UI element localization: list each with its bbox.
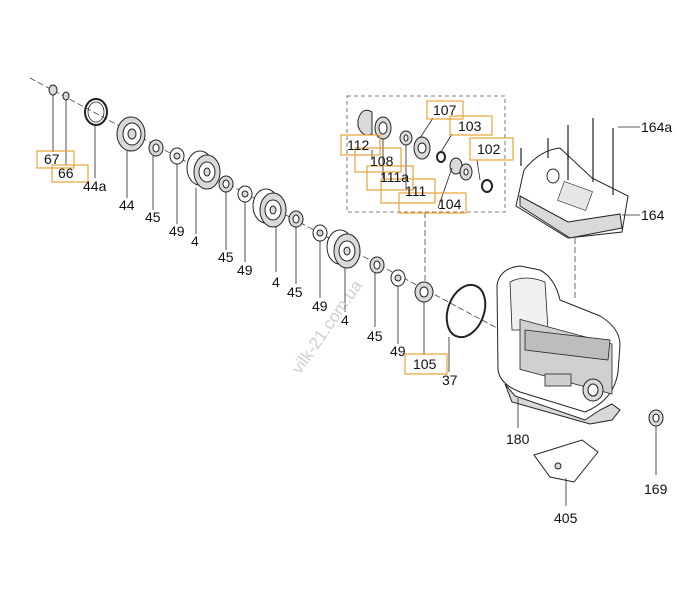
label-108: 108 [370,153,394,169]
label-103: 103 [458,118,482,134]
label-44: 44 [119,197,135,213]
part-111[interactable] [399,130,413,146]
label-49-b: 49 [237,262,253,278]
part-105[interactable] [414,281,434,355]
label-111a: 111a [380,169,409,185]
part-44a[interactable] [84,98,108,178]
label-164: 164 [641,207,665,223]
label-45-c: 45 [287,284,303,300]
part-108-111a[interactable] [374,116,392,140]
highlight-boxes [36,100,514,375]
part-44[interactable] [116,116,146,198]
part-103[interactable] [436,151,446,163]
label-111: 111 [405,183,426,199]
label-45-a: 45 [145,209,161,225]
label-67: 67 [44,151,60,167]
label-49-d: 49 [390,343,406,359]
label-112: 112 [347,137,370,153]
label-4-b: 4 [272,274,280,290]
label-102: 102 [477,141,501,157]
part-112[interactable] [357,109,373,136]
label-44a: 44a [83,178,107,194]
part-37[interactable] [440,279,492,372]
label-164a: 164a [641,119,672,135]
part-45-b[interactable] [218,175,234,250]
label-4-a: 4 [191,233,199,249]
subassembly-frame [346,95,506,213]
label-405: 405 [554,510,578,526]
part-49-c[interactable] [312,224,328,298]
part-49-b[interactable] [237,185,253,262]
part-4-b[interactable] [252,188,287,272]
part-4-c[interactable] [326,229,361,312]
label-105: 105 [413,356,437,372]
label-104: 104 [438,196,462,212]
part-45-c[interactable] [288,210,304,284]
part-164[interactable] [515,147,640,239]
part-169[interactable] [648,409,664,475]
label-37: 37 [442,372,458,388]
label-49-c: 49 [312,298,328,314]
part-405[interactable] [533,439,599,506]
part-4-a[interactable] [186,150,221,234]
label-49-a: 49 [169,223,185,239]
label-4-c: 4 [341,312,349,328]
label-66: 66 [58,165,74,181]
label-45-d: 45 [367,328,383,344]
part-104[interactable] [437,157,473,209]
label-180: 180 [506,431,530,447]
part-67[interactable] [48,84,58,152]
part-107[interactable] [413,136,431,160]
part-45-d[interactable] [369,256,385,327]
part-49-a[interactable] [169,147,185,224]
part-102[interactable] [481,179,493,193]
label-169: 169 [644,481,668,497]
part-164a-screws[interactable] [520,118,640,195]
pump-housing[interactable] [496,265,621,428]
label-107: 107 [433,102,457,118]
label-45-b: 45 [218,249,234,265]
part-45-a[interactable] [148,139,164,210]
part-66[interactable] [62,91,70,165]
part-49-d[interactable] [390,269,406,344]
